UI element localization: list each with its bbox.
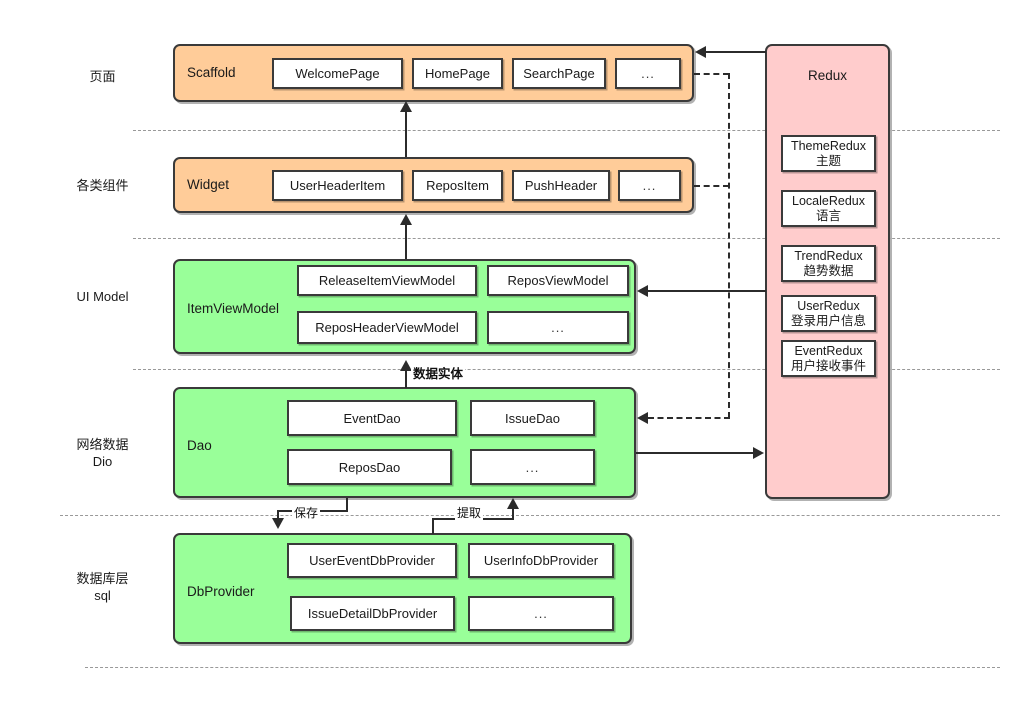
edge-dao-to-redux-line: [636, 452, 754, 454]
cell-release-item-view-model[interactable]: ReleaseItemViewModel: [297, 265, 477, 296]
cell-dbprovider-more[interactable]: ...: [468, 596, 614, 631]
redux-item-event-desc: 用户接收事件: [790, 358, 866, 373]
cell-event-dao[interactable]: EventDao: [287, 400, 457, 436]
redux-item-theme[interactable]: ThemeRedux 主题: [781, 135, 876, 172]
redux-item-trend-desc: 趋势数据: [803, 263, 854, 278]
redux-item-user-desc: 登录用户信息: [790, 313, 866, 328]
edge-label-extract: 提取: [455, 504, 484, 521]
cell-repos-view-model[interactable]: ReposViewModel: [487, 265, 629, 296]
divider-widget-uimodel: [133, 238, 1000, 239]
divider-bottom: [85, 667, 1000, 668]
redux-item-user[interactable]: UserRedux 登录用户信息: [781, 295, 876, 332]
edge-save-arrow: [272, 518, 284, 529]
redux-item-event[interactable]: EventRedux 用户接收事件: [781, 340, 876, 377]
edge-extract-seg-up1: [432, 520, 434, 534]
edge-itemviewmodel-to-widget-line: [405, 224, 407, 259]
edge-dashed-to-dao-arrow: [637, 412, 648, 424]
cell-scaffold-more[interactable]: ...: [615, 58, 681, 89]
edge-redux-to-scaffold-arrow: [695, 46, 706, 58]
cell-user-header-item[interactable]: UserHeaderItem: [272, 170, 403, 201]
edge-redux-to-itemviewmodel-arrow: [637, 285, 648, 297]
layer-label-widget: 各类组件: [76, 178, 129, 193]
edge-dashed-trunk: [728, 73, 730, 418]
edge-extract-arrow: [507, 498, 519, 509]
cell-search-page[interactable]: SearchPage: [512, 58, 606, 89]
cell-user-info-db-provider[interactable]: UserInfoDbProvider: [468, 543, 614, 578]
edge-redux-to-itemviewmodel-line: [648, 290, 766, 292]
cell-welcome-page[interactable]: WelcomePage: [272, 58, 403, 89]
layer-label-database: 数据库层 sql: [76, 571, 129, 603]
cell-issue-dao[interactable]: IssueDao: [470, 400, 595, 436]
group-itemviewmodel-title: ItemViewModel: [187, 301, 280, 316]
divider-network-database: [60, 515, 1000, 516]
cell-repos-header-view-model[interactable]: ReposHeaderViewModel: [297, 311, 477, 344]
edge-dashed-scaffold-stub: [694, 73, 729, 75]
redux-item-theme-name: ThemeRedux: [790, 138, 867, 153]
redux-item-user-name: UserRedux: [797, 298, 860, 313]
redux-item-locale-desc: 语言: [815, 208, 841, 223]
layer-label-network: 网络数据 Dio: [76, 437, 129, 469]
redux-item-trend-name: TrendRedux: [794, 248, 863, 263]
redux-item-event-name: EventRedux: [794, 343, 863, 358]
divider-page-widget: [133, 130, 1000, 131]
cell-dao-more[interactable]: ...: [470, 449, 595, 485]
edge-label-save: 保存: [292, 504, 321, 521]
edge-dashed-widget-stub: [694, 185, 729, 187]
cell-user-event-db-provider[interactable]: UserEventDbProvider: [287, 543, 457, 578]
cell-push-header[interactable]: PushHeader: [512, 170, 610, 201]
edge-itemviewmodel-to-widget-arrow: [400, 214, 412, 225]
cell-home-page[interactable]: HomePage: [412, 58, 503, 89]
group-scaffold-title: Scaffold: [187, 65, 236, 80]
cell-issue-detail-db-provider[interactable]: IssueDetailDbProvider: [290, 596, 455, 631]
group-dbprovider-title: DbProvider: [187, 584, 255, 599]
redux-item-locale-name: LocaleRedux: [792, 193, 865, 208]
redux-item-theme-desc: 主题: [815, 153, 841, 168]
cell-widget-more[interactable]: ...: [618, 170, 681, 201]
cell-repos-dao[interactable]: ReposDao: [287, 449, 452, 485]
layer-label-uimodel: UI Model: [76, 289, 129, 304]
edge-save-seg-down1: [346, 498, 348, 512]
group-dao-title: Dao: [187, 438, 212, 453]
edge-dao-to-redux-arrow: [753, 447, 764, 459]
edge-widget-to-scaffold-line: [405, 110, 407, 157]
redux-item-trend[interactable]: TrendRedux 趋势数据: [781, 245, 876, 282]
edge-save-seg-down2: [277, 510, 279, 520]
redux-item-locale[interactable]: LocaleRedux 语言: [781, 190, 876, 227]
divider-uimodel-network: [133, 369, 1000, 370]
cell-repos-item[interactable]: ReposItem: [412, 170, 503, 201]
edge-dashed-to-dao: [648, 417, 730, 419]
layer-label-page: 页面: [89, 69, 116, 84]
group-redux-title: Redux: [807, 68, 848, 83]
edge-dao-to-itemviewmodel-arrow: [400, 360, 412, 371]
cell-itemviewmodel-more[interactable]: ...: [487, 311, 629, 344]
edge-redux-to-scaffold-line: [706, 51, 766, 53]
edge-extract-seg-up2: [512, 508, 514, 520]
edge-dao-to-itemviewmodel-line: [405, 369, 407, 388]
edge-label-data-entity: 数据实体: [411, 363, 466, 382]
group-widget-title: Widget: [187, 177, 230, 192]
edge-widget-to-scaffold-arrow: [400, 101, 412, 112]
